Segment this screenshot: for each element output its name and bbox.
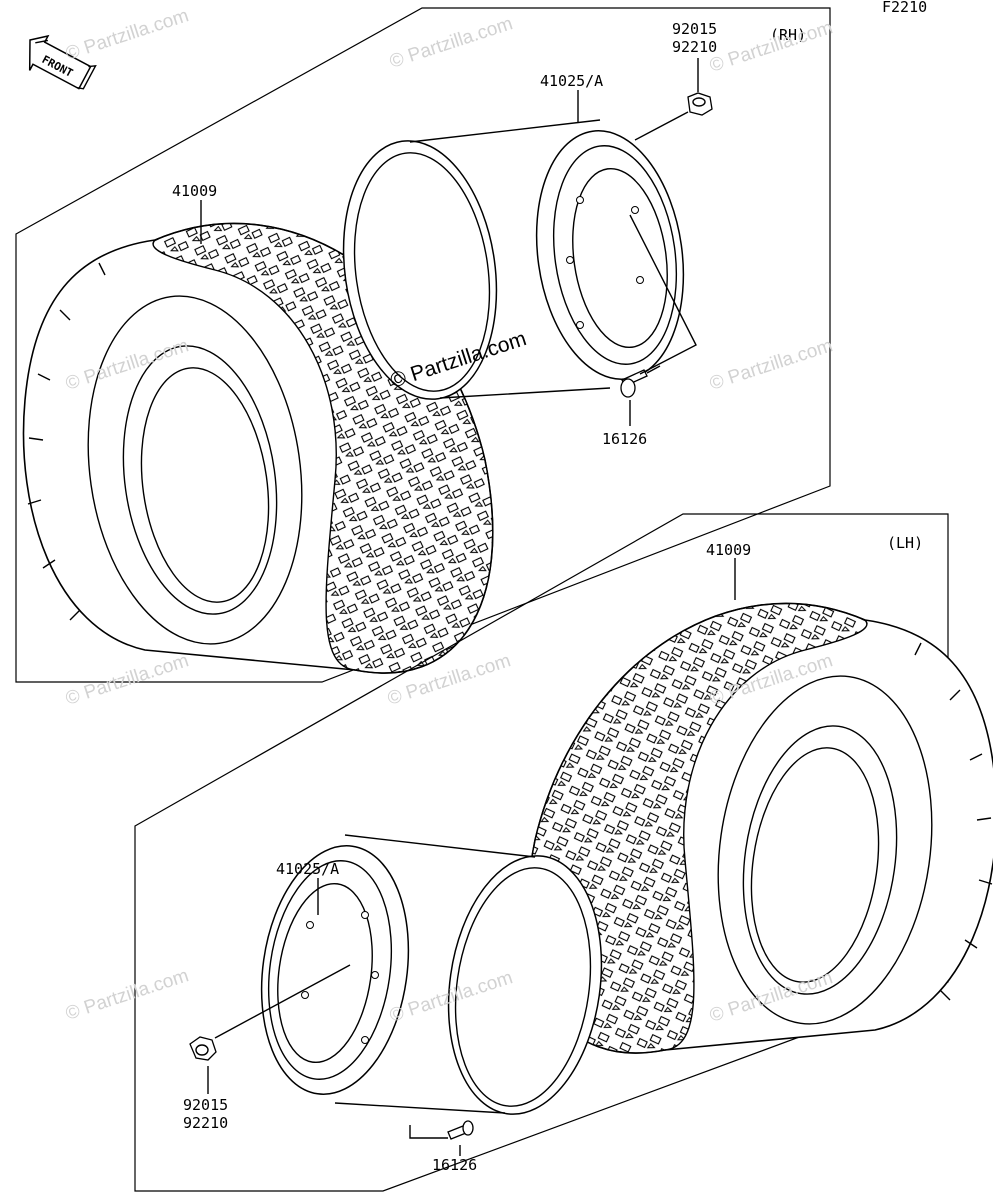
lh-tire-part-number: 41009 — [706, 541, 751, 559]
watermark: © Partzilla.com — [63, 5, 191, 65]
lh-wheel-part-number: 41025/A — [276, 860, 339, 878]
rh-nut-part-number-2: 92210 — [672, 38, 717, 56]
rh-section-frame — [15, 7, 831, 683]
lh-nut-drawing — [189, 1036, 217, 1061]
watermark: © Partzilla.com — [707, 335, 835, 395]
lh-valve-part-number: 16126 — [432, 1156, 477, 1174]
lh-nut-part-number-1: 92015 — [183, 1096, 228, 1114]
watermark: © Partzilla.com — [63, 650, 191, 710]
rh-section: (RH) 41009 41025/A 92015 92210 16126 — [15, 7, 831, 683]
figure-code: F2210 — [882, 0, 927, 16]
rh-valve-part-number: 16126 — [602, 430, 647, 448]
lh-section: (LH) 41009 41025/A 92015 92210 16126 — [134, 513, 993, 1192]
lh-side-label: (LH) — [887, 534, 923, 552]
rh-valve-drawing — [620, 365, 661, 398]
rh-nut-part-number-1: 92015 — [672, 20, 717, 38]
watermark: © Partzilla.com — [63, 965, 191, 1025]
watermark: © Partzilla.com — [387, 13, 515, 73]
rh-side-label: (RH) — [770, 26, 806, 44]
rh-tire-part-number: 41009 — [172, 182, 217, 200]
rh-leader-lines — [200, 58, 699, 426]
lh-wheel-drawing — [245, 834, 619, 1125]
rh-nut-drawing — [687, 92, 713, 116]
lh-leader-lines — [207, 558, 736, 1156]
lh-valve-drawing — [447, 1120, 474, 1140]
lh-nut-part-number-2: 92210 — [183, 1114, 228, 1132]
rh-wheel-part-number: 41025/A — [540, 72, 603, 90]
rh-wheel-drawing — [326, 119, 700, 410]
